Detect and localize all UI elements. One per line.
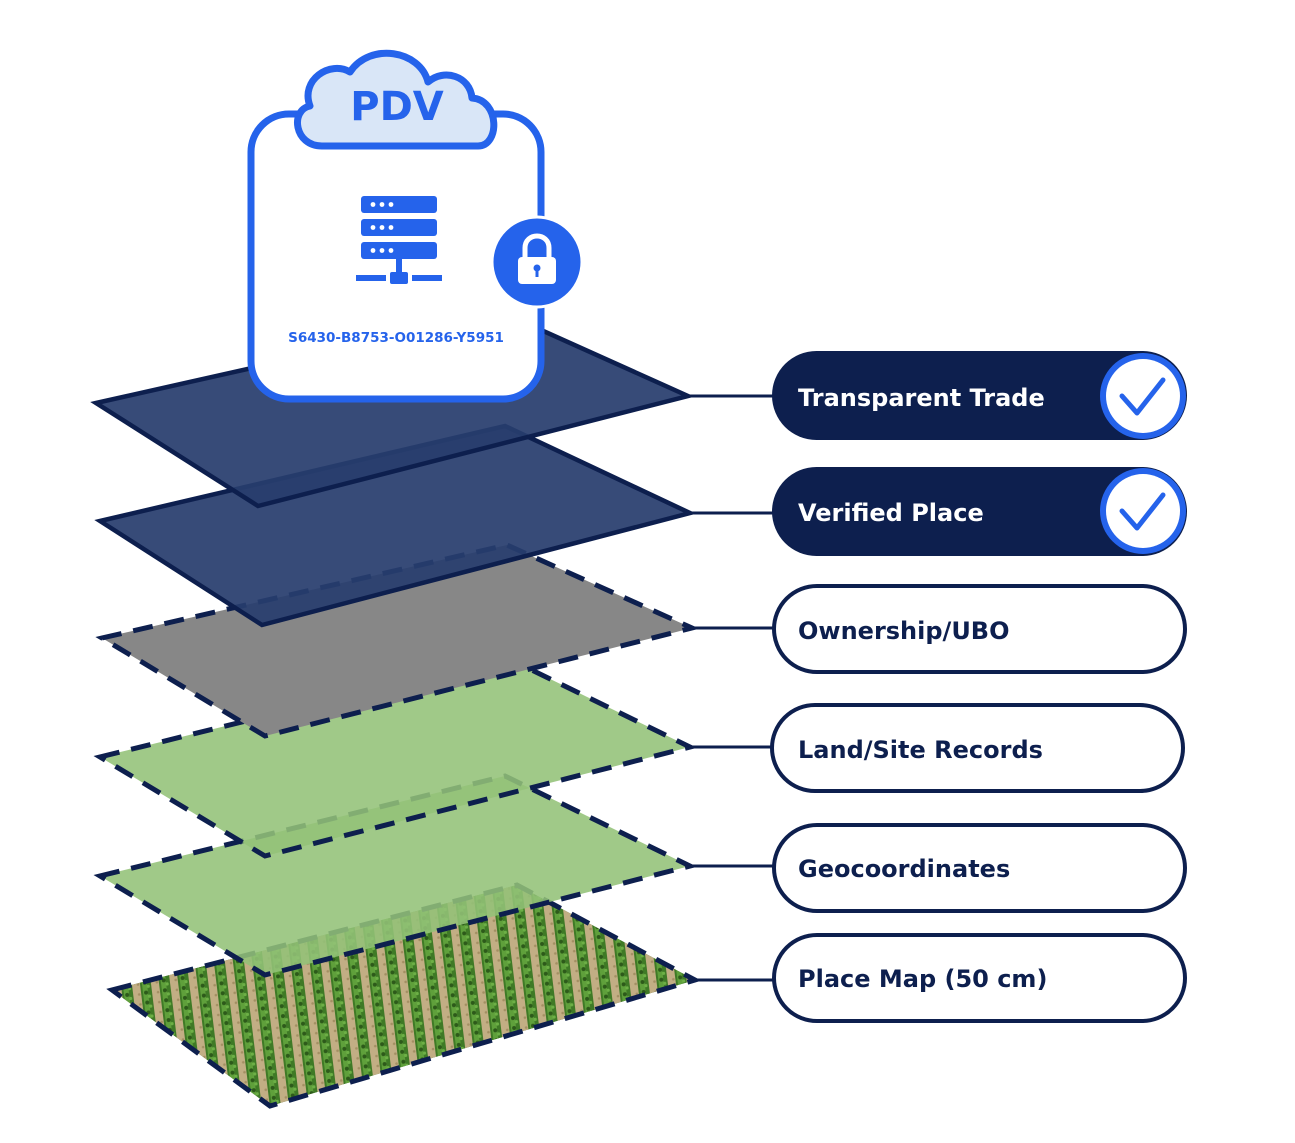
label-geocoordinates[interactable]: Geocoordinates [772, 823, 1187, 913]
pdv-cloud-label: PDV [350, 84, 444, 130]
label-transparent-trade[interactable]: Transparent Trade [772, 351, 1187, 440]
label-verified-place[interactable]: Verified Place [772, 467, 1187, 556]
check-icon [1100, 353, 1186, 439]
label-land-site-records[interactable]: Land/Site Records [770, 703, 1185, 793]
server-icon [356, 196, 442, 284]
label-transparent-trade-text: Transparent Trade [798, 384, 1045, 412]
label-place-map-text: Place Map (50 cm) [798, 965, 1047, 993]
pdv-card: PDV S6430-B8753-O01286-Y5951 [247, 49, 584, 403]
label-verified-place-text: Verified Place [798, 499, 984, 527]
label-ownership-ubo[interactable]: Ownership/UBO [772, 584, 1187, 674]
connector-lines [688, 394, 775, 982]
label-place-map[interactable]: Place Map (50 cm) [772, 933, 1187, 1023]
lock-icon [490, 215, 584, 309]
cloud-icon: PDV [294, 49, 498, 150]
pdv-identifier: S6430-B8753-O01286-Y5951 [288, 330, 504, 346]
check-icon [1100, 468, 1186, 554]
label-geocoordinates-text: Geocoordinates [798, 855, 1010, 883]
label-ownership-ubo-text: Ownership/UBO [798, 617, 1010, 645]
label-land-site-records-text: Land/Site Records [798, 736, 1043, 764]
